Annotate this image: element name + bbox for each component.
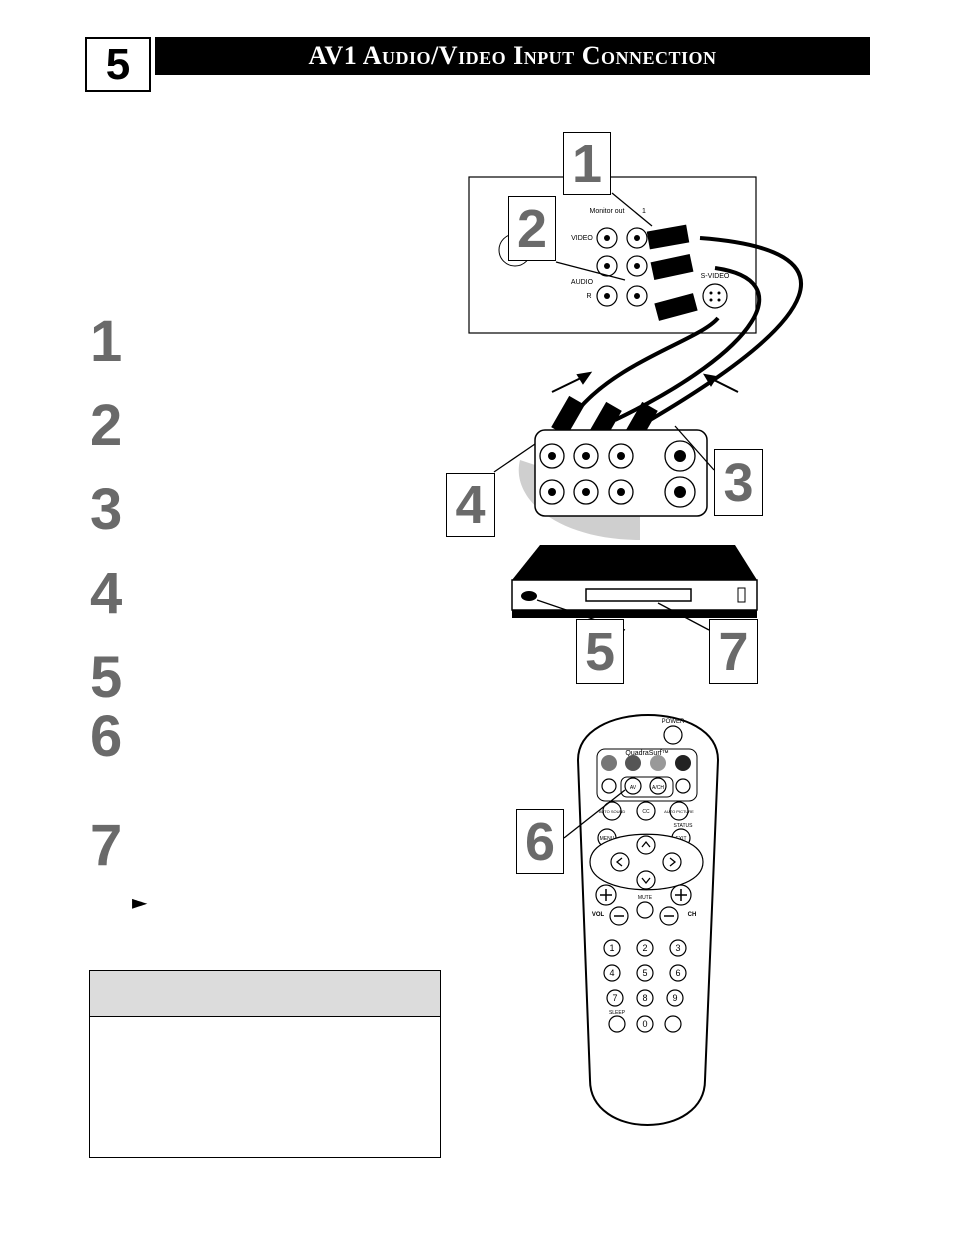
digit-5-label: 5 — [642, 968, 647, 978]
quadrasurf-button-4[interactable] — [675, 755, 691, 771]
digit-7-label: 7 — [612, 993, 617, 1003]
digit-4-label: 4 — [609, 968, 614, 978]
av-label: AV — [630, 785, 637, 791]
digit-9-label: 9 — [672, 993, 677, 1003]
step-number-4: 4 — [90, 561, 123, 626]
cursor-down-button[interactable] — [636, 870, 656, 890]
vol-label: VOL — [592, 912, 605, 918]
page-number: 5 — [105, 39, 131, 89]
power-button[interactable] — [663, 725, 683, 745]
digit-7-button[interactable] — [606, 989, 624, 1007]
power-label: POWER — [662, 719, 685, 725]
step-number-6: 6 — [90, 704, 123, 769]
mute-button[interactable] — [636, 901, 654, 919]
vcr-back-panel — [518, 429, 708, 540]
auto-picture-label: AUTO PICTURE — [664, 809, 694, 814]
quadrasurf-label: QuadraSurf™ — [625, 750, 668, 757]
digit-6-label: 6 — [675, 968, 680, 978]
helpful-hint-box — [89, 970, 441, 1158]
digit-4-button[interactable] — [603, 964, 621, 982]
remote-control: POWER QuadraSurf™ AV A/CH AUTO SOUND CC … — [576, 714, 720, 1126]
digit-1-label: 1 — [609, 943, 614, 953]
digit-8-label: 8 — [642, 993, 647, 1003]
digit-6-button[interactable] — [669, 964, 687, 982]
callout-5: 5 — [576, 619, 624, 684]
play-arrow-icon: ► — [132, 890, 148, 914]
digit-2-button[interactable] — [636, 939, 654, 957]
menu-label: MENU — [600, 836, 615, 842]
svideo-label: S-VIDEO — [701, 273, 730, 280]
cursor-up-button[interactable] — [636, 835, 656, 855]
quadrasurf-button-3[interactable] — [650, 755, 666, 771]
digit-8-button[interactable] — [636, 989, 654, 1007]
ach-label: A/CH — [652, 785, 664, 791]
callout-7: 7 — [709, 619, 758, 684]
audio-label: AUDIO — [571, 279, 594, 286]
auto-sound-button[interactable] — [602, 801, 622, 821]
digit-2-label: 2 — [642, 943, 647, 953]
vcr-front — [511, 545, 758, 618]
quadrasurf-button-1[interactable] — [601, 755, 617, 771]
digit-5-button[interactable] — [636, 964, 654, 982]
smiley-right-button[interactable] — [675, 778, 691, 794]
callout-3: 3 — [714, 449, 763, 516]
cursor-right-button[interactable] — [662, 852, 682, 872]
callout-1: 1 — [563, 132, 611, 195]
av-button[interactable] — [624, 777, 642, 795]
step-number-1: 1 — [90, 309, 123, 374]
step-number-5: 5 — [90, 645, 123, 710]
video-label: VIDEO — [571, 235, 593, 242]
page-number-box: 5 — [85, 37, 151, 92]
auto-sound-label: AUTO SOUND — [599, 809, 626, 814]
step-number-2: 2 — [90, 393, 123, 458]
step-number-7: 7 — [90, 813, 123, 878]
quadrasurf-button-2[interactable] — [625, 755, 641, 771]
signal-direction-arrows — [551, 371, 739, 393]
blank-button[interactable] — [664, 1015, 682, 1033]
section-title: AV1 Audio/Video Input Connection — [308, 41, 717, 70]
auto-picture-button[interactable] — [669, 801, 689, 821]
ch-label: CH — [688, 912, 697, 918]
smiley-left-button[interactable] — [601, 778, 617, 794]
cursor-left-button[interactable] — [610, 852, 630, 872]
cc-label: CC — [642, 809, 650, 815]
sleep-button[interactable] — [608, 1015, 626, 1033]
mute-label: MUTE — [638, 895, 653, 901]
cc-button[interactable] — [636, 801, 656, 821]
digit-3-label: 3 — [675, 943, 680, 953]
r-label: R — [586, 293, 591, 300]
digit-9-button[interactable] — [666, 989, 684, 1007]
monitor-out-label: Monitor out — [589, 208, 624, 215]
digit-0-button[interactable] — [636, 1015, 654, 1033]
callout-4: 4 — [446, 473, 495, 537]
step-number-3: 3 — [90, 477, 123, 542]
callout-6: 6 — [516, 809, 564, 874]
status-label: STATUS — [674, 823, 694, 829]
ach-button[interactable] — [649, 777, 667, 795]
sleep-label: SLEEP — [609, 1010, 626, 1016]
digit-1-button[interactable] — [603, 939, 621, 957]
section-title-bar: AV1 Audio/Video Input Connection — [155, 37, 870, 75]
av1-label: 1 — [642, 208, 646, 215]
callout-2: 2 — [508, 196, 556, 261]
digit-0-label: 0 — [642, 1019, 647, 1029]
helpful-hint-header — [90, 971, 440, 1017]
digit-3-button[interactable] — [669, 939, 687, 957]
